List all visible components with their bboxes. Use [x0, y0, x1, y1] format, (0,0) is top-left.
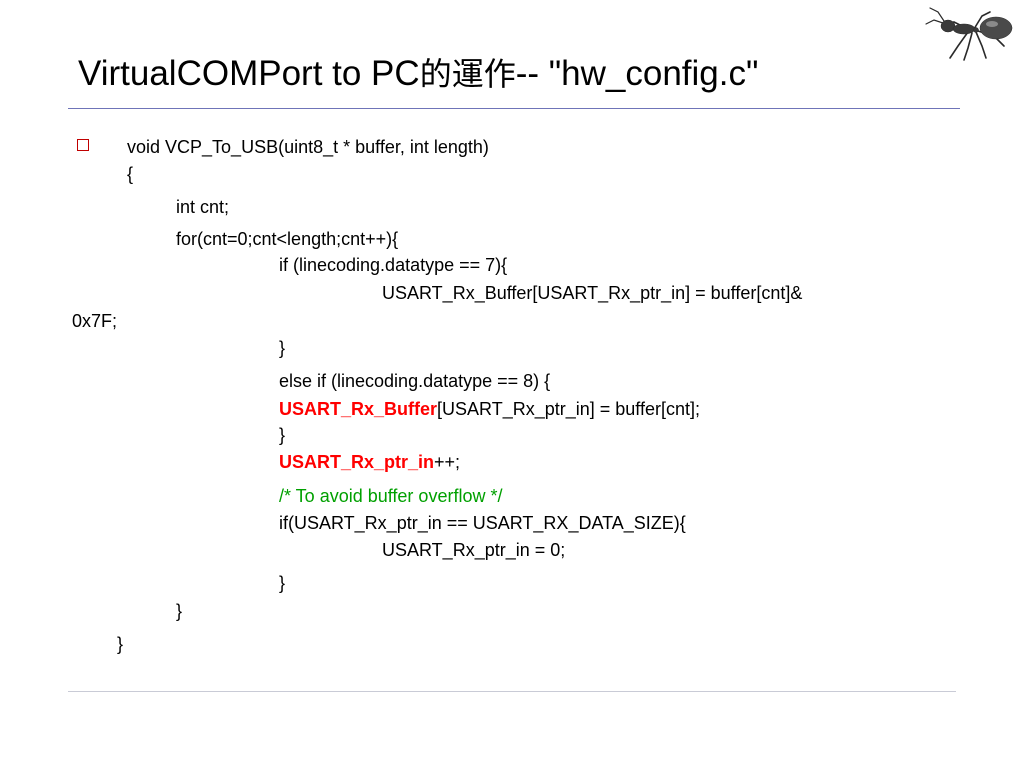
- title-cjk: 的運作: [419, 55, 516, 93]
- code-comment: /* To avoid buffer overflow */: [279, 486, 503, 506]
- code-line-2: {: [127, 164, 134, 184]
- code-line-8: }: [279, 338, 286, 358]
- code-line-6: USART_Rx_Buffer[USART_Rx_ptr_in] = buffe…: [382, 283, 803, 303]
- code-line-10: USART_Rx_Buffer[USART_Rx_ptr_in] = buffe…: [279, 398, 700, 420]
- code-line-14: if(USART_Rx_ptr_in == USART_RX_DATA_SIZE…: [279, 513, 686, 533]
- code-line-15: USART_Rx_ptr_in = 0;: [382, 540, 566, 560]
- code-line-17: }: [176, 601, 183, 621]
- code-line-4: for(cnt=0;cnt<length;cnt++){: [176, 229, 399, 249]
- title-prefix: VirtualCOMPort to PC: [78, 54, 420, 93]
- footer-divider: [68, 691, 956, 692]
- code-line-7: 0x7F;: [72, 311, 118, 331]
- ant-icon: [925, 7, 1013, 61]
- code-line-10-rest: [USART_Rx_ptr_in] = buffer[cnt];: [437, 399, 700, 419]
- title-divider: [68, 108, 960, 109]
- code-line-3: int cnt;: [176, 197, 230, 217]
- code-line-12: USART_Rx_ptr_in++;: [279, 451, 460, 473]
- code-line-11: }: [279, 425, 286, 445]
- code-line-18: }: [117, 634, 124, 654]
- square-bullet-icon: [77, 139, 89, 151]
- code-line-16: }: [279, 573, 286, 593]
- code-line-12-rest: ++;: [434, 452, 461, 472]
- title-suffix: -- "hw_config.c": [515, 54, 759, 93]
- highlight-rx-ptr-in: USART_Rx_ptr_in: [279, 452, 435, 472]
- code-line-5: if (linecoding.datatype == 7){: [279, 255, 508, 275]
- code-line-1: void VCP_To_USB(uint8_t * buffer, int le…: [127, 137, 489, 157]
- highlight-rx-buffer: USART_Rx_Buffer: [279, 399, 438, 419]
- slide-title: VirtualCOMPort to PC的運作-- "hw_config.c": [78, 52, 758, 96]
- code-line-9: else if (linecoding.datatype == 8) {: [279, 371, 551, 391]
